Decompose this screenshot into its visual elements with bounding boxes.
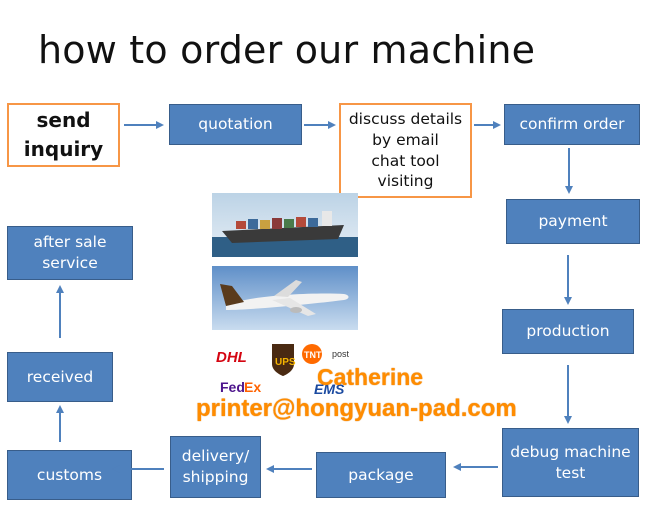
step-send-inquiry-label: send inquiry <box>23 108 104 161</box>
ems-logo: EMS <box>314 381 345 397</box>
step-confirm-order: confirm order <box>504 104 640 145</box>
contact-email: printer@hongyuan-pad.com <box>196 395 517 422</box>
step-payment-label: payment <box>538 212 608 231</box>
cargo-ship-image <box>212 193 358 257</box>
step-confirm-order-label: confirm order <box>519 115 625 134</box>
ups-logo: UPS <box>275 357 296 368</box>
step-delivery-shipping: delivery/ shipping <box>170 436 261 498</box>
step-discuss-details: discuss details by email chat tool visit… <box>339 103 472 198</box>
post-label: post <box>332 349 350 359</box>
step-debug-machine-test-label: debug machine test <box>510 442 631 482</box>
step-debug-machine-test: debug machine test <box>502 428 639 497</box>
contact-name: Catherine <box>317 364 424 390</box>
step-after-sale-service-label: after sale service <box>33 233 107 272</box>
step-payment: payment <box>506 199 640 244</box>
step-customs-label: customs <box>36 465 103 484</box>
step-after-sale-service: after sale service <box>7 226 133 280</box>
step-received: received <box>7 352 113 402</box>
step-customs: customs <box>7 450 132 500</box>
courier-logos: DHL UPS TNT post Fed Ex EMS <box>214 342 360 402</box>
step-delivery-shipping-label: delivery/ shipping <box>181 447 250 486</box>
step-send-inquiry: send inquiry <box>7 103 120 167</box>
fedex-logo-ex: Ex <box>244 379 261 395</box>
step-quotation: quotation <box>169 104 302 145</box>
step-production-label: production <box>526 322 610 341</box>
step-received-label: received <box>26 367 94 386</box>
step-discuss-details-label: discuss details by email chat tool visit… <box>348 109 463 191</box>
step-quotation-label: quotation <box>198 115 273 134</box>
dhl-logo: DHL <box>216 349 247 366</box>
fedex-logo-fed: Fed <box>220 379 245 395</box>
page-title: how to order our machine <box>38 28 536 72</box>
tnt-logo: TNT <box>304 350 322 360</box>
step-package: package <box>316 452 446 498</box>
step-package-label: package <box>348 465 414 484</box>
step-production: production <box>502 309 634 354</box>
cargo-airplane-image <box>212 266 358 330</box>
